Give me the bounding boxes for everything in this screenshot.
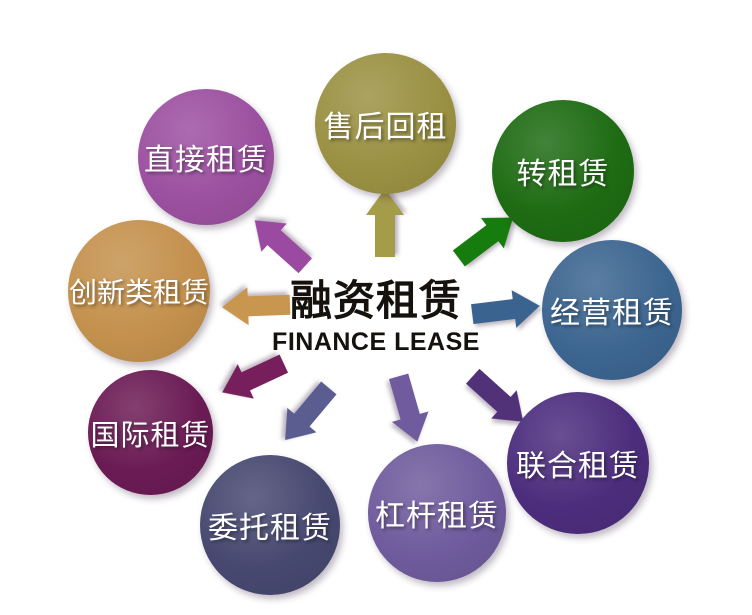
node-innovative-lease: 创新类租赁: [68, 220, 210, 362]
node-leveraged-lease: 杠杆租赁: [368, 444, 506, 582]
node-label-international-lease: 国际租赁: [90, 419, 211, 452]
center-subtitle: FINANCE LEASE: [272, 328, 480, 356]
node-sale-leaseback: 售后回租: [315, 53, 456, 194]
node-label-sublease: 转租赁: [516, 158, 610, 191]
node-entrusted-lease: 委托租赁: [200, 455, 340, 595]
node-label-entrusted-lease: 委托租赁: [208, 512, 332, 545]
arrow-entrusted-lease: [285, 381, 337, 441]
node-direct-lease: 直接租赁: [138, 89, 274, 225]
node-label-innovative-lease: 创新类租赁: [68, 277, 209, 308]
node-label-joint-lease: 联合租赁: [516, 450, 640, 483]
node-label-sale-leaseback: 售后回租: [323, 110, 448, 144]
node-label-leveraged-lease: 杠杆租赁: [375, 500, 499, 533]
node-operating-lease: 经营租赁: [542, 240, 682, 380]
node-international-lease: 国际租赁: [88, 370, 213, 495]
arrow-joint-lease: [466, 368, 524, 422]
arrow-operating-lease: [471, 290, 540, 328]
arrow-innovative-lease: [222, 287, 291, 326]
arrow-leveraged-lease: [389, 373, 429, 442]
arrow-sale-leaseback: [366, 189, 404, 257]
node-label-direct-lease: 直接租赁: [144, 144, 268, 177]
center-title-block: 融资租赁 FINANCE LEASE: [255, 280, 497, 357]
node-label-operating-lease: 经营租赁: [550, 297, 674, 330]
arrow-international-lease: [222, 354, 289, 399]
center-title: 融资租赁: [289, 277, 462, 324]
node-joint-lease: 联合租赁: [507, 392, 649, 534]
node-sublease: 转租赁: [492, 100, 634, 242]
arrow-direct-lease: [254, 220, 312, 274]
arrow-sublease: [452, 217, 514, 267]
